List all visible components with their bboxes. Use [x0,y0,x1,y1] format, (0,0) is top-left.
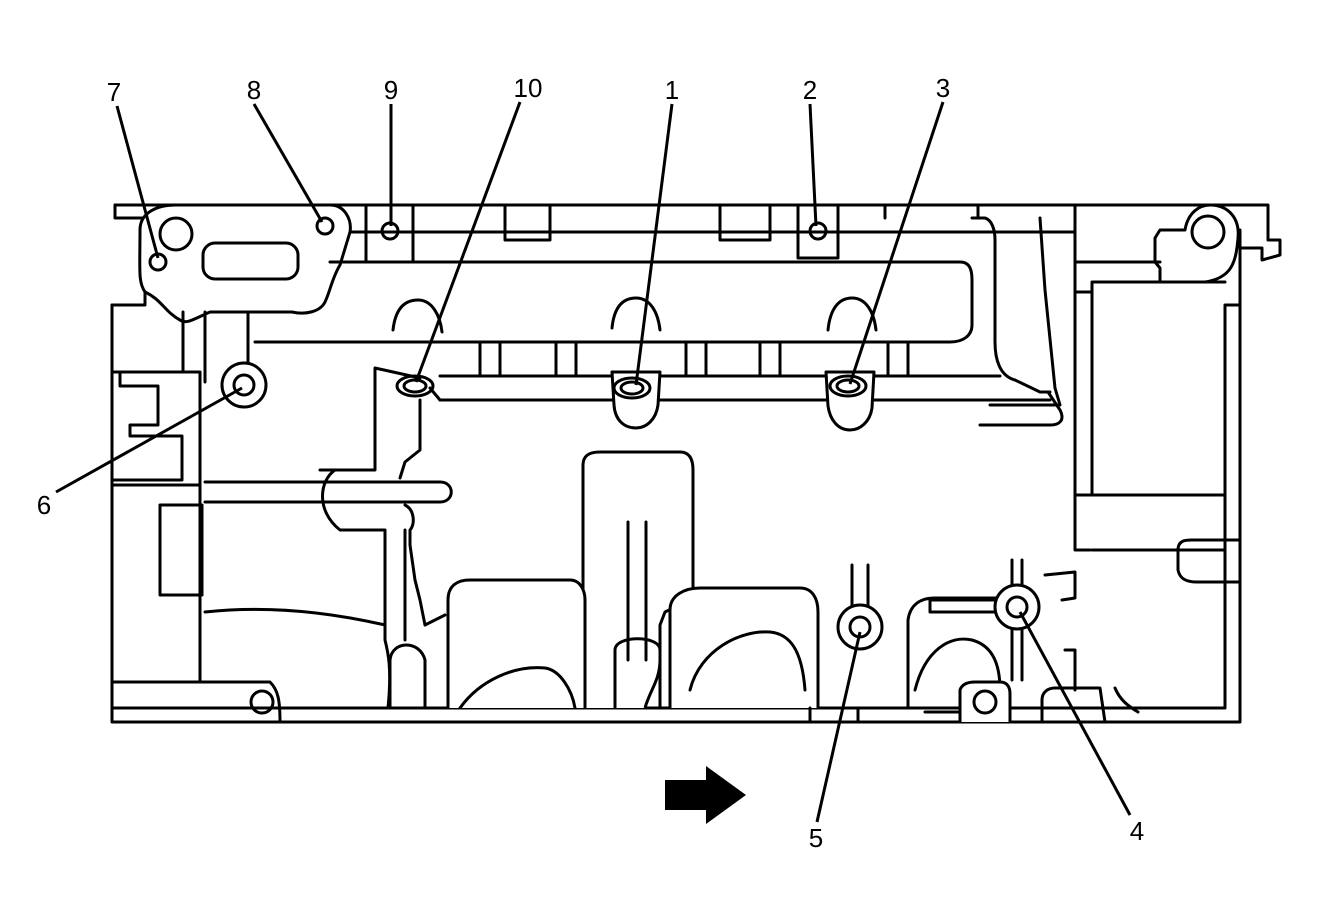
callout-6: 6 [37,490,51,520]
bolt-4-hole [1005,595,1029,619]
leader-line-3 [848,101,945,385]
leader-line-8 [252,103,324,223]
leader-line-5 [815,631,862,823]
callout-labels: 1 2 3 4 5 6 7 8 9 10 [37,73,1144,853]
bolt-10-hole [395,374,435,398]
leader-lines [55,101,1132,823]
callout-8: 8 [247,75,261,105]
bolt-4-boss [993,583,1041,631]
leader-line-10 [414,101,522,383]
right-arrow-icon [665,766,746,824]
mounting-hole [249,689,275,715]
bolt-5-boss [836,603,884,651]
callout-7: 7 [107,77,121,107]
bolt-6-hole [232,373,256,397]
callout-5: 5 [809,823,823,853]
callout-2: 2 [803,75,817,105]
callout-9: 9 [384,75,398,105]
bolt-2-hole [808,221,828,241]
leader-line-4 [1018,611,1132,816]
bolt-3-hole [828,374,868,398]
mounting-hole [972,689,998,715]
bolt-8-hole [315,216,335,236]
bolt-holes [148,216,1041,715]
leader-line-1 [634,103,674,386]
leader-line-7 [115,105,160,259]
callout-10: 10 [514,73,543,103]
callout-3: 3 [936,73,950,103]
bolt-6-boss [220,361,268,409]
bolt-1-hole [612,376,652,400]
leader-line-6 [55,386,243,494]
bolt-1-boss [610,370,662,430]
leader-line-2 [808,103,818,227]
callout-1: 1 [665,75,679,105]
callout-4: 4 [1130,816,1144,846]
housing-outline [110,203,1282,724]
